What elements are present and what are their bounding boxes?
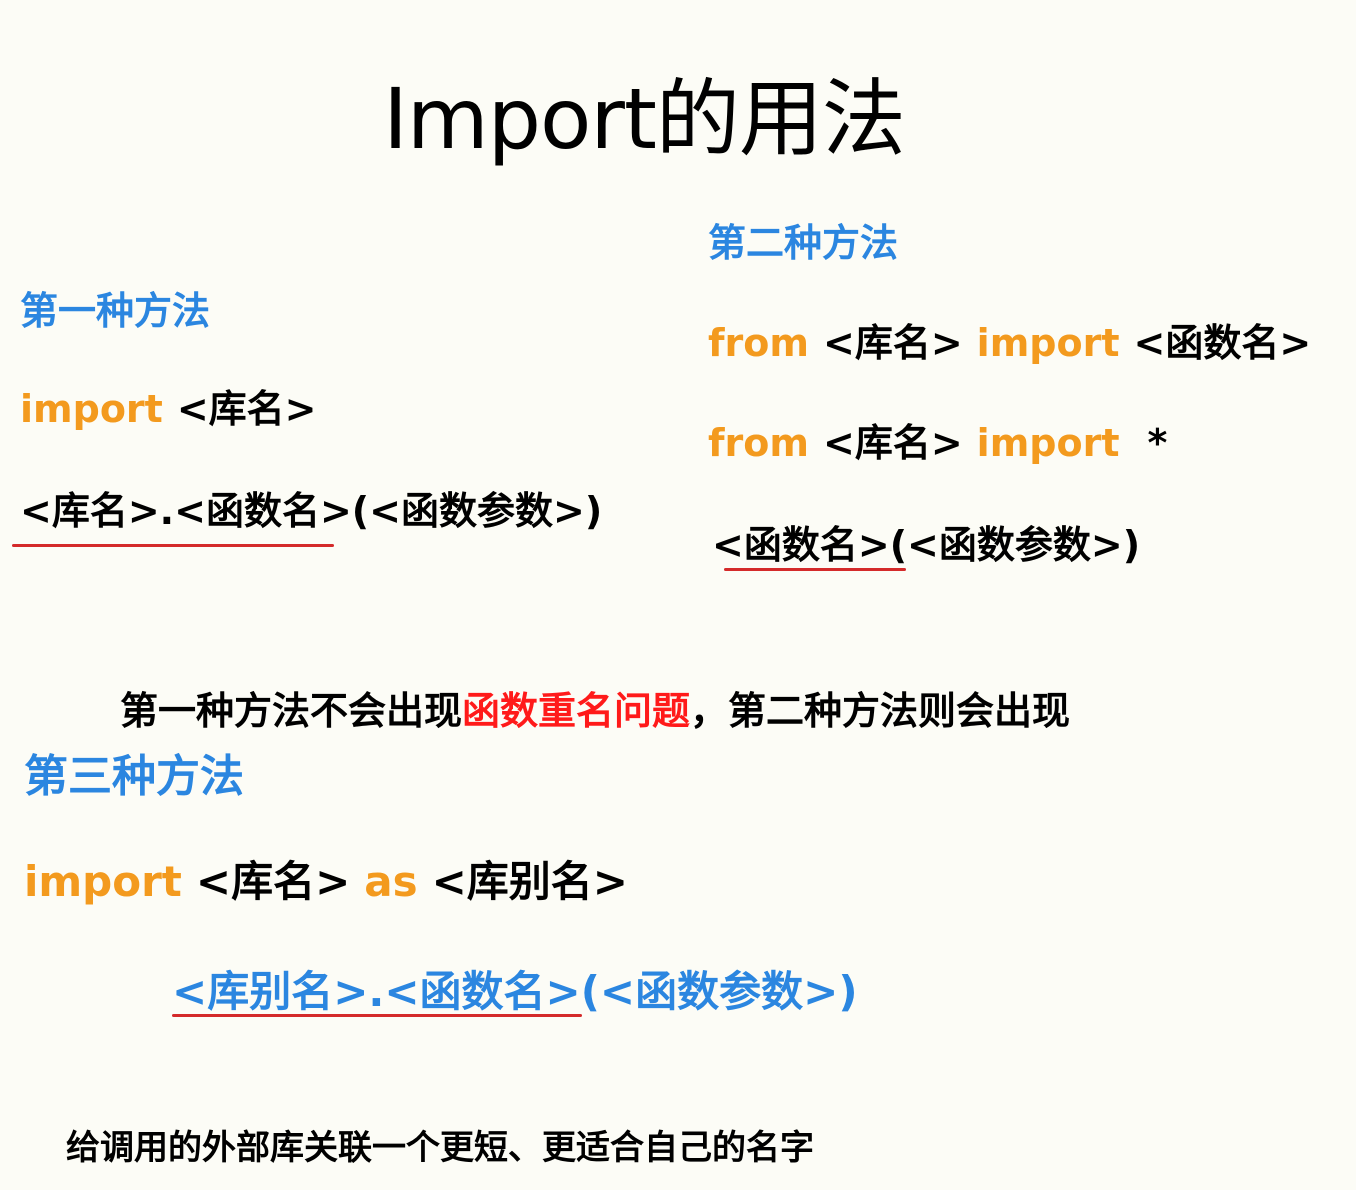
library-alias: <库别名> [431,857,628,906]
library-name: <库名> [822,421,963,465]
note-pre: 第一种方法不会出现 [120,689,463,733]
method2-line1: from <库名> import <函数名> [708,312,1311,367]
method2-line2: from <库名> import * [708,412,1167,467]
method2-underline [724,568,906,571]
method2-call-line: <函数名>(<函数参数>) [712,514,1140,569]
method3-import-line: import <库名> as <库别名> [24,848,628,909]
note-post: ，第二种方法则会出现 [690,689,1071,733]
call-prefix: <函数名> [712,523,890,567]
method3-underline [172,1014,582,1017]
footer-note: 给调用的外部库关联一个更短、更适合自己的名字 [66,1128,814,1168]
star-wildcard: * [1147,421,1168,465]
method2-heading: 第二种方法 [708,221,899,265]
call-suffix: (<函数参数>) [351,489,603,533]
method1-import-line: import <库名> [20,378,317,433]
note-highlight: 函数重名问题 [462,689,691,733]
page-title: Import的用法 [383,70,906,168]
method1-heading: 第一种方法 [20,289,211,333]
method3-call-line: <库别名>.<函数名>(<函数参数>) [172,958,858,1019]
call-prefix: <库别名>.<函数名> [172,967,581,1016]
method1-underline [12,544,334,547]
library-name: <库名> [822,321,963,365]
call-suffix: (<函数参数>) [580,967,858,1016]
method3-heading: 第三种方法 [24,751,244,802]
call-suffix: (<函数参数>) [889,523,1141,567]
call-prefix: <库名>.<函数名> [20,489,352,533]
comparison-note: 第一种方法不会出现函数重名问题，第二种方法则会出现 [120,680,1070,735]
keyword-import: import [24,857,182,906]
keyword-as: as [364,857,418,906]
keyword-from: from [708,321,809,365]
function-name: <函数名> [1133,321,1312,365]
keyword-import: import [20,387,163,431]
library-name: <库名> [195,857,351,906]
method1-call-line: <库名>.<函数名>(<函数参数>) [20,480,602,535]
library-name: <库名> [176,387,317,431]
keyword-import: import [976,421,1120,465]
keyword-import: import [976,321,1120,365]
keyword-from: from [708,421,809,465]
